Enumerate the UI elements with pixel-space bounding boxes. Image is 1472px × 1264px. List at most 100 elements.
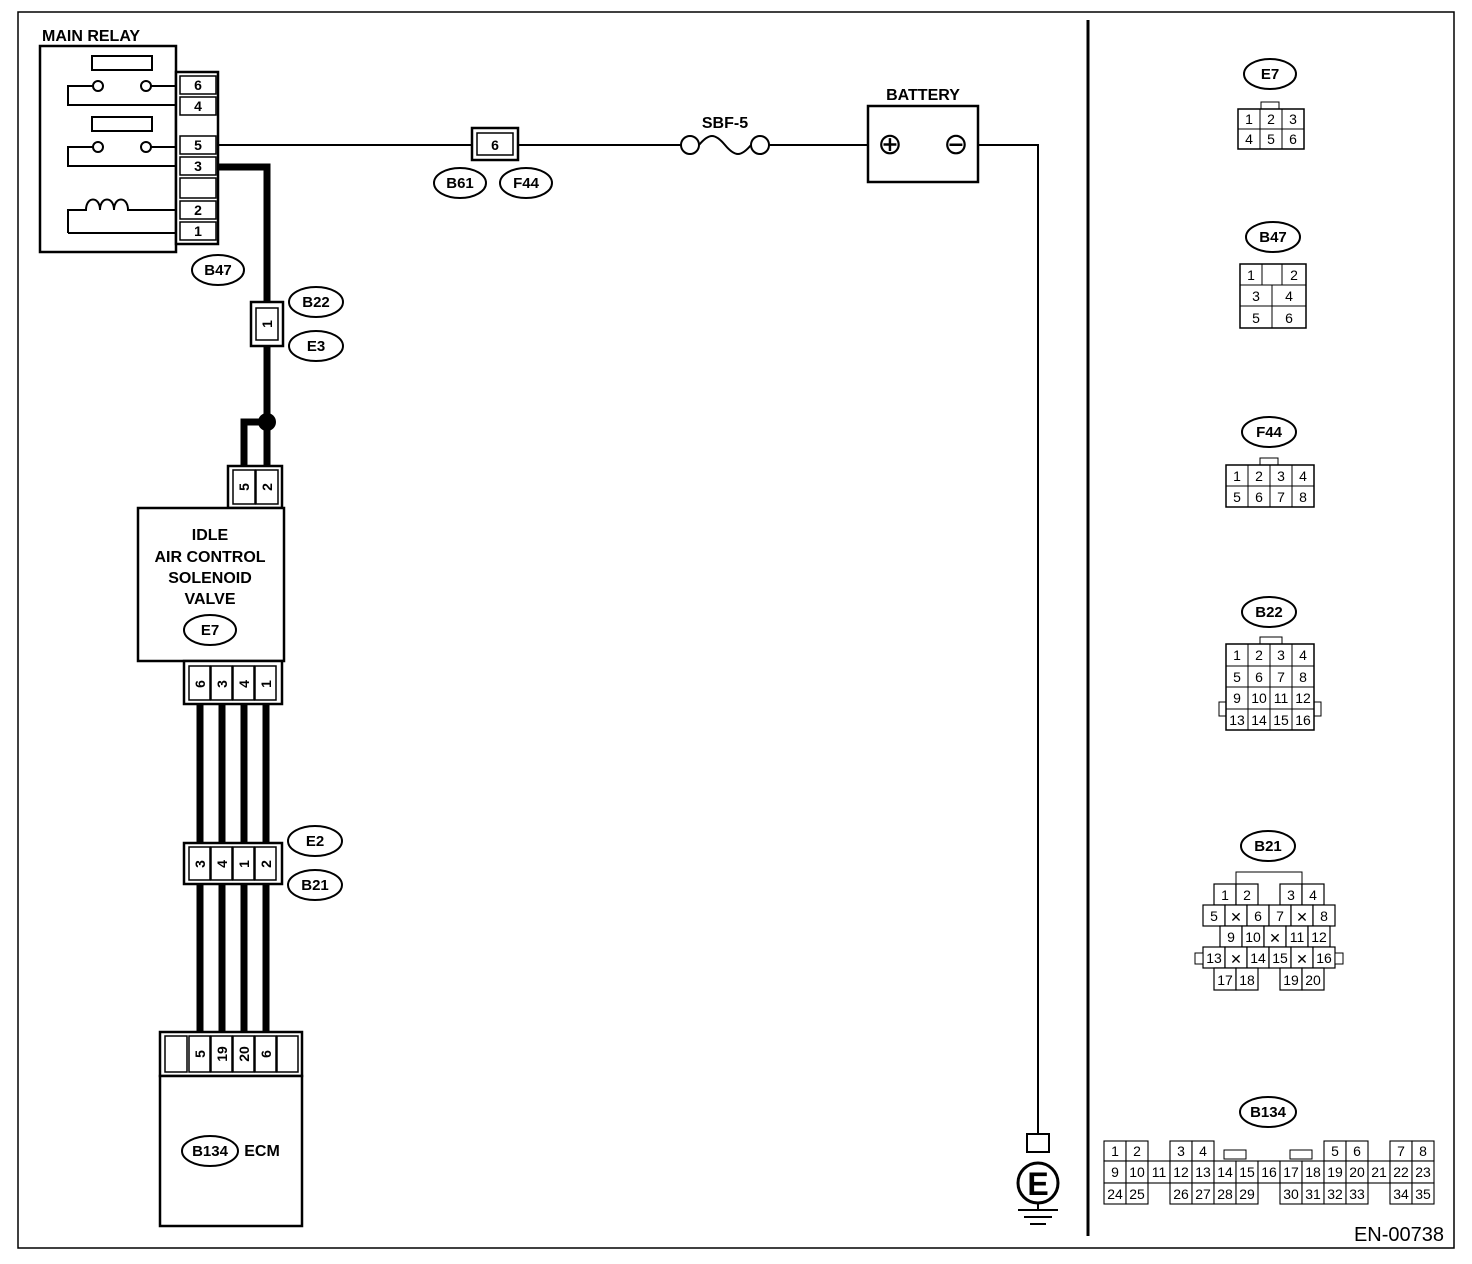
view-b22-pin: 2: [1255, 647, 1263, 663]
view-b134-pin: 27: [1195, 1186, 1211, 1202]
view-b21-pin: 12: [1311, 929, 1327, 945]
view-b21-pin: 10: [1245, 929, 1261, 945]
connector-view-b22: B22 1 2 3 4 5 6 7 8 9 10 11 12 13 14 15: [1218, 596, 1322, 731]
view-b134-pin: 12: [1173, 1164, 1189, 1180]
view-b21-pin: 7: [1276, 908, 1284, 924]
view-b134-pin: 26: [1173, 1186, 1189, 1202]
view-b134-pin: 9: [1111, 1164, 1119, 1180]
view-e7-pin: 2: [1267, 111, 1275, 127]
view-b21-pin: 5: [1210, 908, 1218, 924]
view-b134-pin: 18: [1305, 1164, 1321, 1180]
ground-label: E: [1027, 1166, 1048, 1202]
connector-view-b134: B134: [1103, 1096, 1435, 1205]
view-b22-pin: 9: [1233, 690, 1241, 706]
view-b134-pin: 1: [1111, 1143, 1119, 1159]
view-b47-pin: 3: [1252, 288, 1260, 304]
connector-view-b21: B21: [1194, 830, 1344, 991]
ecm: 5 19 20 6 B134 ECM: [158, 1030, 304, 1228]
view-b21-pin: 11: [1290, 929, 1305, 945]
view-b134-pin: 31: [1305, 1186, 1321, 1202]
view-b134-pin: 2: [1133, 1143, 1141, 1159]
view-b22-pin: 4: [1299, 647, 1307, 663]
view-b21-title: B21: [1254, 838, 1282, 855]
iac-top-pin-5: 5: [236, 483, 252, 491]
view-f44-pin: 7: [1277, 489, 1285, 505]
connector-tag-e3: E3: [307, 338, 325, 355]
ecm-pin-19: 19: [214, 1046, 230, 1062]
view-b134-pin: 22: [1393, 1164, 1409, 1180]
diagram-frame: [17, 11, 1455, 1249]
view-b21-pin: 16: [1316, 950, 1332, 966]
connector-tag-e2: E2: [306, 833, 324, 850]
view-b134-pin: 28: [1217, 1186, 1233, 1202]
iac-title-line-4: VALVE: [185, 591, 236, 608]
view-b21-pin: 3: [1287, 887, 1295, 903]
relay-pin-6: 6: [194, 77, 202, 93]
view-b47-pin: 4: [1285, 288, 1293, 304]
power-line: 6 B61 F44 SBF-5: [218, 115, 868, 199]
view-b21-pin: 6: [1254, 908, 1262, 924]
view-b22-pin: 16: [1295, 712, 1311, 728]
connector-face-views: E7 1 2 3 4 5 6 B47 1 2 3 4 5: [1103, 58, 1435, 1205]
view-b134-pin: 19: [1327, 1164, 1343, 1180]
battery-plus-icon: ⊕: [877, 128, 902, 161]
view-b134-pin: 34: [1393, 1186, 1409, 1202]
view-b134-pin: 23: [1415, 1164, 1431, 1180]
view-b134-pin: 21: [1371, 1164, 1387, 1180]
view-b22-pin: 5: [1233, 669, 1241, 685]
ecm-pin-5: 5: [192, 1050, 208, 1058]
view-b22-pin: 14: [1251, 712, 1267, 728]
view-b22-pin: 11: [1274, 690, 1289, 706]
connector-tag-b134: B134: [192, 1143, 229, 1160]
view-f44-pin: 4: [1299, 468, 1307, 484]
battery-label: BATTERY: [886, 87, 960, 104]
main-relay-title: MAIN RELAY: [42, 28, 140, 45]
main-relay: MAIN RELAY 6 4 5 3 2 1 B47: [38, 28, 245, 286]
connector-tag-b21: B21: [301, 877, 329, 894]
view-b21-pin: 14: [1250, 950, 1266, 966]
view-b134-pin: 14: [1217, 1164, 1233, 1180]
view-b47-pin: 6: [1285, 310, 1293, 326]
view-b134-pin: 8: [1419, 1143, 1427, 1159]
view-b134-pin: 11: [1152, 1164, 1167, 1180]
view-b22-pin: 10: [1251, 690, 1267, 706]
view-b21-pin: 9: [1227, 929, 1235, 945]
relay-pin-5: 5: [194, 137, 202, 153]
relay-contact-lower: [91, 116, 153, 132]
view-b22-pin: 15: [1273, 712, 1289, 728]
connector-tag-b47: B47: [204, 262, 232, 279]
view-b134-pin: 32: [1327, 1186, 1343, 1202]
view-f44-pin: 1: [1233, 468, 1241, 484]
joint-e2-pin-3: 3: [192, 860, 208, 868]
ecm-pin-20: 20: [236, 1046, 252, 1062]
view-b134-pin: 4: [1199, 1143, 1207, 1159]
view-b134-pin: 5: [1331, 1143, 1339, 1159]
view-f44-pin: 6: [1255, 489, 1263, 505]
view-b22-title: B22: [1255, 604, 1283, 621]
joint-b22-pin: 1: [259, 320, 275, 328]
view-b21-pin: 1: [1221, 887, 1229, 903]
iac-title-line-3: SOLENOID: [168, 570, 252, 587]
ecm-pin-6: 6: [258, 1050, 274, 1058]
connector-view-f44: F44 1 2 3 4 5 6 7 8: [1225, 416, 1315, 508]
view-f44-pin: 3: [1277, 468, 1285, 484]
view-b21-pin: 8: [1320, 908, 1328, 924]
view-b134-pin: 16: [1261, 1164, 1277, 1180]
view-e7-pin: 6: [1289, 131, 1297, 147]
view-b134-pin: 24: [1107, 1186, 1123, 1202]
iac-bottom-pin-4: 4: [236, 680, 252, 688]
diagram-code: EN-00738: [1354, 1224, 1444, 1246]
view-b21-pin: 4: [1309, 887, 1317, 903]
view-b21-pin: 13: [1206, 950, 1222, 966]
view-b21-blank-pin: ✕: [1230, 909, 1242, 925]
view-f44-title: F44: [1256, 424, 1283, 441]
view-f44-pin: 2: [1255, 468, 1263, 484]
view-b134-pin: 17: [1283, 1164, 1299, 1180]
ground-e: E: [1016, 1133, 1060, 1225]
connector-tag-e7: E7: [201, 622, 219, 639]
relay-coil-icon: [67, 198, 176, 234]
iac-bottom-pin-1: 1: [258, 680, 274, 688]
relay-pin-2: 2: [194, 202, 202, 218]
connector-view-b47: B47 1 2 3 4 5 6: [1239, 221, 1307, 329]
